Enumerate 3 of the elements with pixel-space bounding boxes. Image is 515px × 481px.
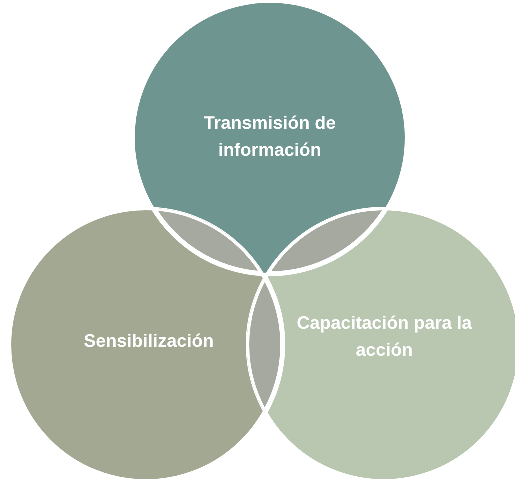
circle-label: Capacitación para la acción xyxy=(296,312,474,362)
circle-label: Sensibilización xyxy=(82,330,216,353)
circle-label: Transmisión de información xyxy=(202,112,338,162)
